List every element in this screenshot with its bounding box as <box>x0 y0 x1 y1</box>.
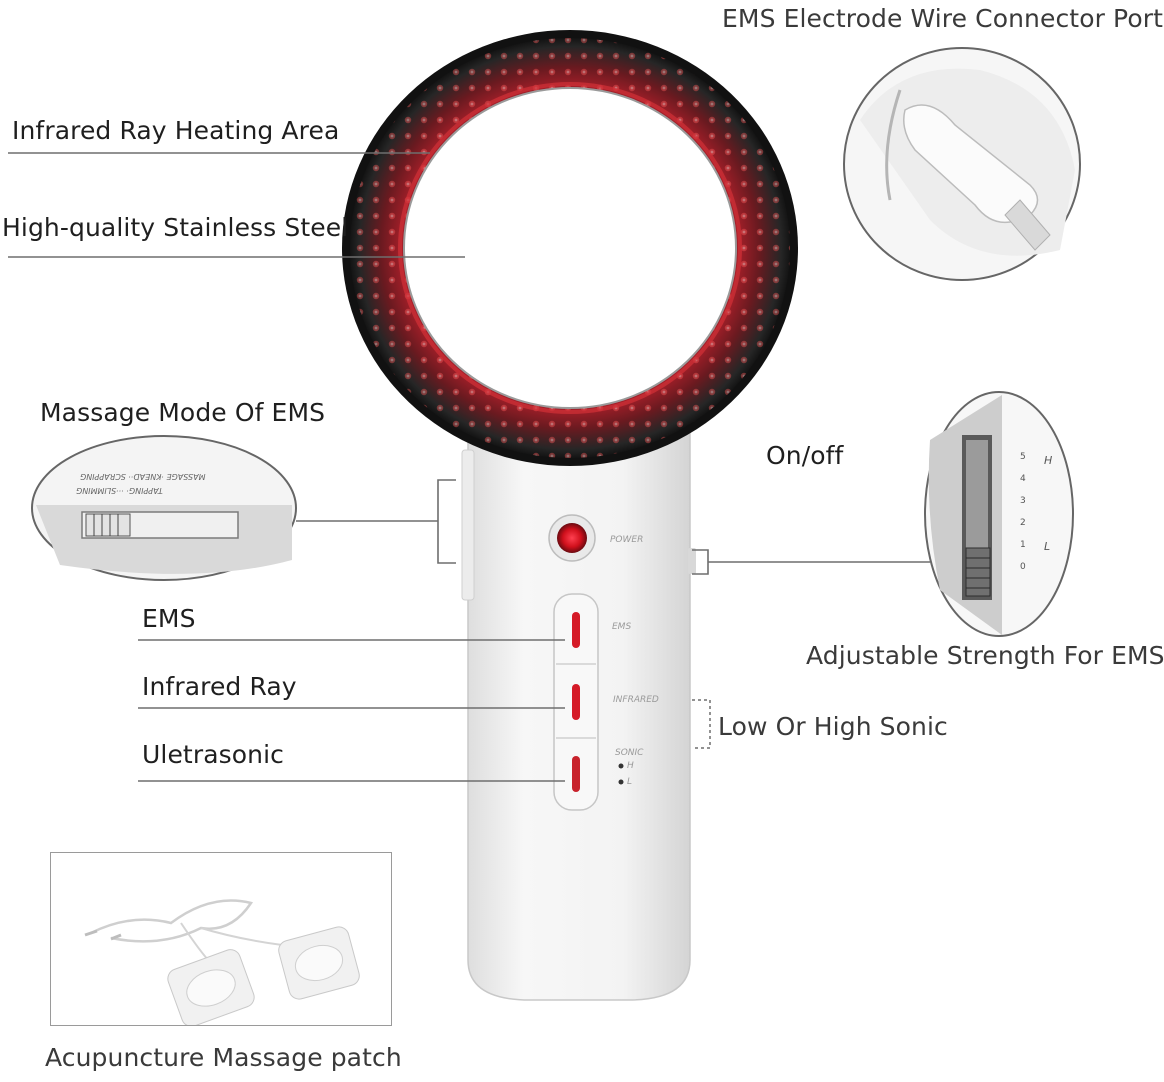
connector-port-inset <box>843 47 1081 281</box>
strength-level: 3 <box>1020 496 1026 506</box>
low-high-sonic-label: Low Or High Sonic <box>718 712 948 741</box>
strength-level: 4 <box>1020 474 1026 484</box>
adjustable-strength-label: Adjustable Strength For EMS <box>806 641 1164 670</box>
mode-panel-line2: TAPPING· ···SLIMMING <box>76 486 163 495</box>
connector-port-label: EMS Electrode Wire Connector Port <box>722 4 1163 33</box>
infrared-heating-label: Infrared Ray Heating Area <box>12 116 340 145</box>
strength-level: 2 <box>1020 518 1026 528</box>
ems-button-label: EMS <box>612 622 632 632</box>
patch-illustration <box>84 899 360 1025</box>
acupuncture-patch-label: Acupuncture Massage patch <box>45 1043 402 1072</box>
acupuncture-patch-inset <box>50 852 392 1026</box>
power-button <box>548 514 596 562</box>
on-off-label: On/off <box>766 441 844 470</box>
sonic-button-label: SONIC <box>615 748 644 758</box>
strength-low: L <box>1044 540 1051 553</box>
ems-label: EMS <box>142 604 196 633</box>
strength-high: H <box>1044 454 1053 467</box>
strength-dial-inset <box>924 391 1074 637</box>
strength-level: 1 <box>1020 540 1026 550</box>
bracket-on-off <box>692 549 709 575</box>
stainless-steel-label: High-quality Stainless Steel <box>2 213 349 242</box>
strength-level: 0 <box>1020 562 1026 572</box>
side-mode-switch <box>461 449 696 601</box>
bracket-sonic <box>692 699 711 749</box>
uletrasonic-label: Uletrasonic <box>142 740 284 769</box>
power-label: POWER <box>610 535 644 545</box>
leader-lines <box>8 152 930 782</box>
infrared-ray-label: Infrared Ray <box>142 672 297 701</box>
massage-mode-inset <box>31 435 297 581</box>
function-button-strip <box>553 593 599 811</box>
mode-panel-line1: MASSAGE ·KNEAD·· SCRAPPING <box>80 472 206 481</box>
strength-level: 5 <box>1020 452 1026 462</box>
infrared-ring-head <box>342 30 798 466</box>
sonic-low-label: L <box>627 777 633 787</box>
infrared-button-label: INFRARED <box>613 695 659 705</box>
massage-mode-label: Massage Mode Of EMS <box>40 398 326 427</box>
sonic-high-label: H <box>627 761 634 771</box>
bracket-mode <box>437 479 456 564</box>
